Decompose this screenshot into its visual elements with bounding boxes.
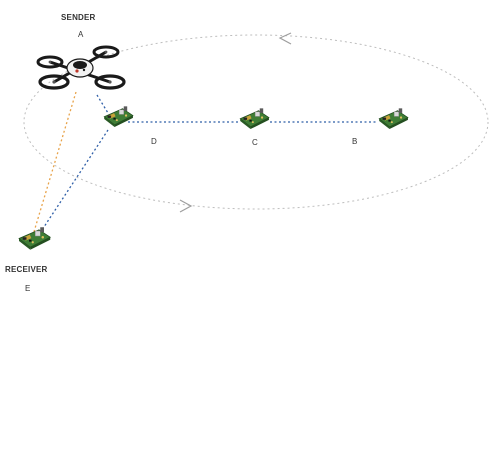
link-d-e [37, 129, 109, 237]
receiver-label: RECEIVER [5, 265, 48, 274]
orbit-arrow-top [278, 32, 292, 45]
orbit-arrow-bottom [179, 199, 193, 213]
circuit-board-icon-d [103, 105, 134, 128]
node-e-label: E [25, 284, 31, 293]
orbit-path [23, 34, 489, 210]
link-a-d [96, 94, 109, 114]
node-a-label: A [78, 30, 84, 39]
node-c-label: C [252, 138, 258, 147]
sender-label: SENDER [61, 13, 96, 22]
link-a-e [32, 91, 77, 236]
quadcopter-drone-icon [36, 45, 126, 90]
node-d-label: D [151, 137, 157, 146]
node-b-label: B [352, 137, 358, 146]
circuit-board-icon-c [239, 107, 270, 130]
circuit-board-icon-b [378, 107, 409, 130]
